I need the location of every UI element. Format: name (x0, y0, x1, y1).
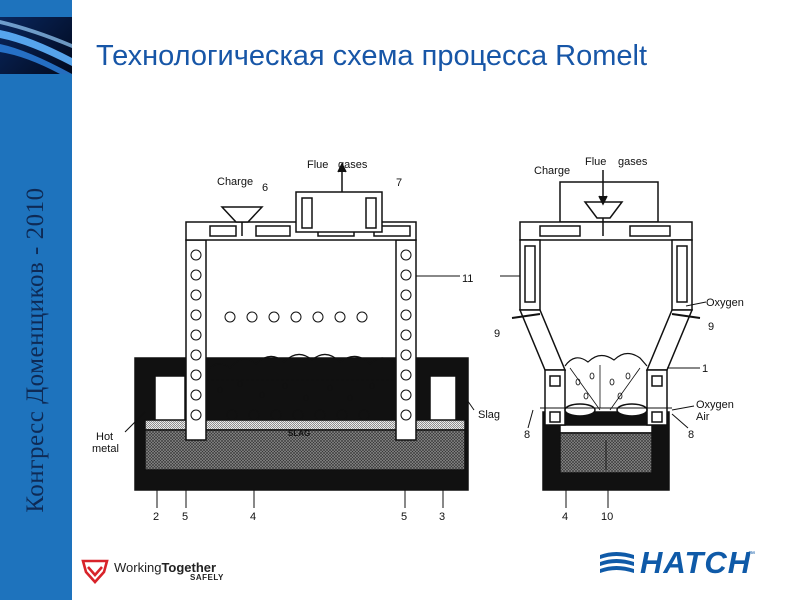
right-oxygen-label: Oxygen (706, 297, 744, 309)
working-together-safely-logo: WorkingTogether SAFELY (80, 556, 240, 586)
left-furnace (124, 162, 475, 491)
right-num-1: 1 (702, 363, 708, 375)
hatch-logo: HATCH ™ (598, 545, 768, 581)
right-num-8a: 8 (524, 429, 530, 441)
right-air-label: Air (696, 411, 710, 423)
left-gases-label: gases (338, 159, 368, 171)
left-num-5a: 5 (182, 511, 188, 523)
hatch-name: HATCH (640, 545, 752, 580)
hatch-stripes-icon (600, 552, 634, 573)
left-lance-row-upper (224, 311, 368, 323)
right-melt-bubbles (575, 372, 631, 400)
left-metal-label: metal (92, 443, 119, 455)
left-num-4: 4 (250, 511, 256, 523)
left-num-5b: 5 (401, 511, 407, 523)
right-gases-label: gases (618, 156, 648, 168)
left-wall-tuyeres (190, 249, 412, 421)
sidebar: Конгресс Доменщиков - 2010 (0, 0, 72, 600)
right-num-8b: 8 (688, 429, 694, 441)
right-num-9a: 9 (494, 328, 500, 340)
sidebar-top-band (0, 0, 72, 17)
wt-safely: SAFELY (190, 573, 224, 582)
left-num-7: 7 (396, 177, 402, 189)
left-melt-bubbles (217, 380, 375, 402)
wt-title: WorkingTogether (114, 560, 217, 575)
left-slag-text: SLAG (288, 429, 310, 438)
right-furnace (500, 170, 707, 491)
right-num-9b: 9 (708, 321, 714, 333)
left-slag-side-label: Slag (478, 409, 500, 421)
left-num-11: 11 (462, 273, 473, 285)
right-oxygen2-label: Oxygen (696, 399, 734, 411)
right-flue-label: Flue (585, 156, 606, 168)
left-num-6: 6 (262, 182, 268, 194)
right-charge-label: Charge (534, 165, 570, 177)
left-num-3: 3 (439, 511, 445, 523)
right-num-10: 10 (601, 511, 613, 523)
left-flue-label: Flue (307, 159, 328, 171)
left-num-2: 2 (153, 511, 159, 523)
slide-title: Технологическая схема процесса Romelt (96, 40, 648, 72)
romelt-process-diagram: Charge 6 Flue gases 7 11 SLAG Hot metal … (92, 156, 744, 523)
congress-caption: Конгресс Доменщиков - 2010 (22, 187, 49, 513)
right-num-4: 4 (562, 511, 568, 523)
shield-check-icon (81, 559, 109, 584)
hatch-trademark: ™ (748, 551, 755, 558)
left-hot-label: Hot (96, 431, 113, 443)
left-lance-row-lower (226, 409, 370, 421)
left-charge-label: Charge (217, 176, 253, 188)
